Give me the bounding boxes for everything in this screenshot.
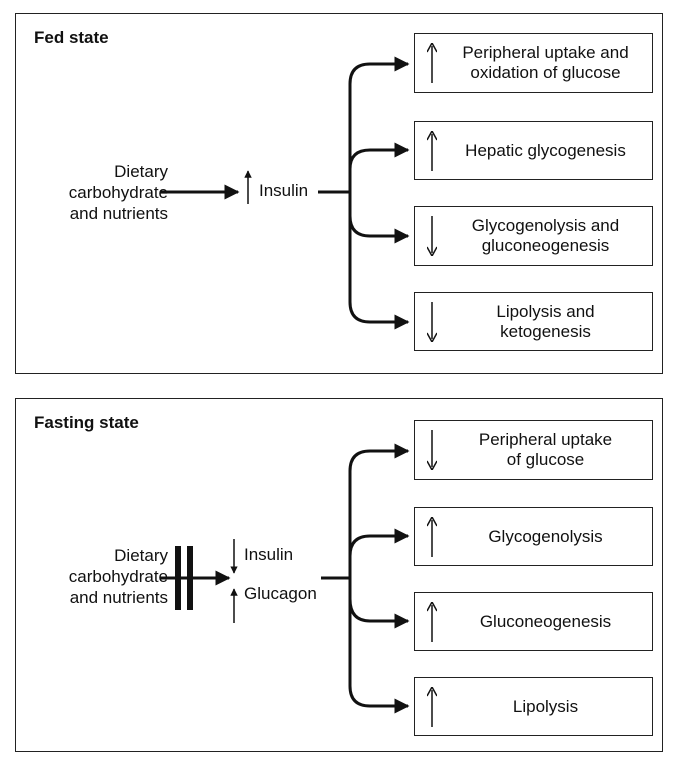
panel-title: Fed state (34, 28, 109, 47)
input-line: carbohydrate (68, 567, 168, 586)
up-arrow-icon (427, 130, 437, 171)
outcome-box: Glycogenolysis (414, 507, 653, 566)
insulin-label: Insulin (259, 181, 309, 200)
up-arrow-icon (427, 601, 437, 642)
outcome-box: Gluconeogenesis (414, 592, 653, 651)
fed-connector-lines (160, 56, 410, 330)
outcome-box: Peripheral uptake and oxidation of gluco… (414, 33, 653, 93)
outcome-line: Glycogenolysis and (471, 216, 620, 235)
outcome-line: Lipolysis (512, 696, 579, 716)
glucagon-label: Glucagon (244, 584, 317, 603)
input-line: Dietary (114, 162, 168, 181)
up-arrow-icon (427, 686, 437, 727)
down-arrow-icon (427, 301, 437, 342)
outcome-box: Glycogenolysis and gluconeogenesis (414, 206, 653, 266)
outcome-text: Lipolysis (445, 697, 646, 717)
fasting-state-panel: Fasting state Dietary carbohydrate and n… (15, 398, 663, 752)
down-arrow-icon (427, 216, 437, 256)
input-line: and nutrients (69, 204, 168, 223)
branch-arrow-3 (348, 598, 410, 629)
up-arrow-icon (427, 516, 437, 557)
outcome-line: Hepatic glycogenesis (465, 140, 626, 160)
outcome-line: Peripheral uptake and (462, 43, 629, 62)
branch-arrow-2 (348, 142, 410, 170)
branch-arrow-2 (348, 528, 410, 557)
outcome-text: Hepatic glycogenesis (445, 141, 646, 161)
outcome-line: Glycogenolysis (488, 526, 603, 546)
blocked-input-icon (175, 546, 193, 610)
outcome-text: Gluconeogenesis (445, 612, 646, 632)
input-line: and nutrients (69, 588, 168, 607)
fed-state-panel: Fed state Dietary carbohydrate and nutri… (15, 13, 663, 374)
branch-arrow-1 (348, 56, 410, 85)
panel-title: Fasting state (34, 413, 139, 432)
insulin-label: Insulin (244, 545, 294, 564)
outcome-box: Lipolysis (414, 677, 653, 736)
branch-arrow-3 (348, 215, 410, 244)
outcome-text: Peripheral uptake and oxidation of gluco… (445, 43, 646, 83)
outcome-line: Peripheral uptake (478, 430, 613, 449)
dietary-input-label: Dietary carbohydrate and nutrients (69, 545, 168, 608)
outcome-text: Lipolysis and ketogenesis (445, 302, 646, 342)
fasting-connector-lines (160, 443, 410, 714)
outcome-box: Hepatic glycogenesis (414, 121, 653, 180)
outcome-text: Glycogenolysis and gluconeogenesis (445, 216, 646, 256)
outcome-line: oxidation of glucose (470, 63, 621, 82)
branch-arrow-4 (348, 685, 410, 714)
input-line: Dietary (114, 546, 168, 565)
input-line: carbohydrate (68, 183, 168, 202)
outcome-line: ketogenesis (500, 321, 591, 341)
outcome-line: Gluconeogenesis (479, 611, 612, 631)
branch-arrow-4 (348, 301, 410, 330)
outcome-line: Lipolysis and (496, 301, 595, 321)
outcome-line: of glucose (506, 450, 585, 469)
outcome-box: Lipolysis and ketogenesis (414, 292, 653, 351)
up-arrow-icon (427, 43, 437, 83)
outcome-line: gluconeogenesis (481, 236, 610, 255)
outcome-text: Peripheral uptake of glucose (445, 430, 646, 470)
branch-arrow-1 (348, 443, 410, 472)
outcome-box: Peripheral uptake of glucose (414, 420, 653, 480)
outcome-text: Glycogenolysis (445, 527, 646, 547)
down-arrow-icon (427, 430, 437, 470)
dietary-input-label: Dietary carbohydrate and nutrients (69, 161, 168, 224)
